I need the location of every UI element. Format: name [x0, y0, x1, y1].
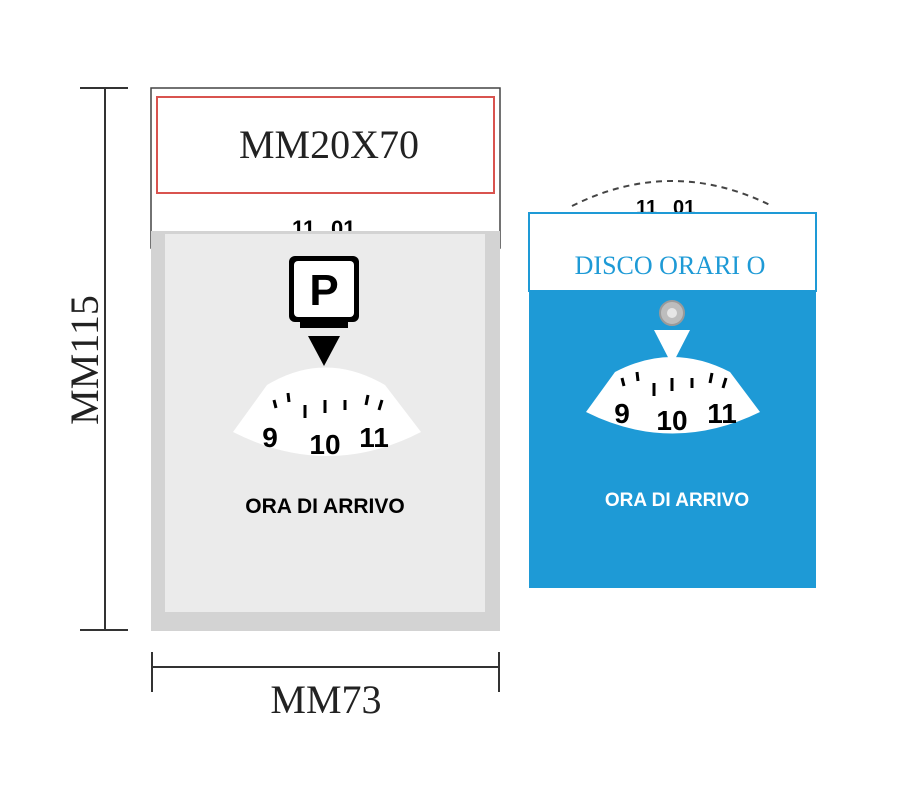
time-dial-ticks-blue — [620, 371, 728, 396]
disc-title: DISCO ORARI O — [575, 251, 766, 280]
parking-sign-icon: P — [289, 256, 359, 322]
width-dimension: MM73 — [151, 652, 500, 722]
time-dial-ticks — [272, 392, 384, 418]
pivot-knob-icon — [659, 300, 685, 326]
window-size-label: MM20X70 — [239, 122, 419, 167]
width-label: MM73 — [270, 677, 381, 722]
arrival-time-caption-blue: ORA DI ARRIVO — [605, 490, 749, 511]
rotating-wheel-outline — [571, 180, 773, 207]
blue-parking-disc: 11 01 DISCO ORARI O 9 10 11 ORA DI A — [528, 180, 817, 588]
height-label: MM115 — [62, 295, 107, 425]
dial-number-9-blue: 9 — [614, 398, 630, 429]
dial-number-11-blue: 11 — [707, 398, 737, 429]
height-dimension: MM115 — [62, 87, 128, 631]
arrival-time-caption: ORA DI ARRIVO — [245, 495, 404, 518]
grey-parking-disc: MM20X70 11 01 P 9 10 11 — [150, 87, 501, 631]
time-dial-window-blue — [586, 357, 760, 434]
dial-number-11: 11 — [359, 422, 389, 453]
arrow-down-icon — [654, 330, 690, 365]
dial-number-10-blue: 10 — [656, 405, 687, 436]
window-frame — [156, 96, 495, 194]
time-dial-window — [233, 367, 421, 456]
svg-text:P: P — [309, 266, 338, 315]
arrow-down-icon — [308, 336, 340, 366]
dial-number-10: 10 — [309, 429, 340, 460]
sign-bracket — [300, 322, 348, 328]
dial-number-9: 9 — [262, 422, 278, 453]
